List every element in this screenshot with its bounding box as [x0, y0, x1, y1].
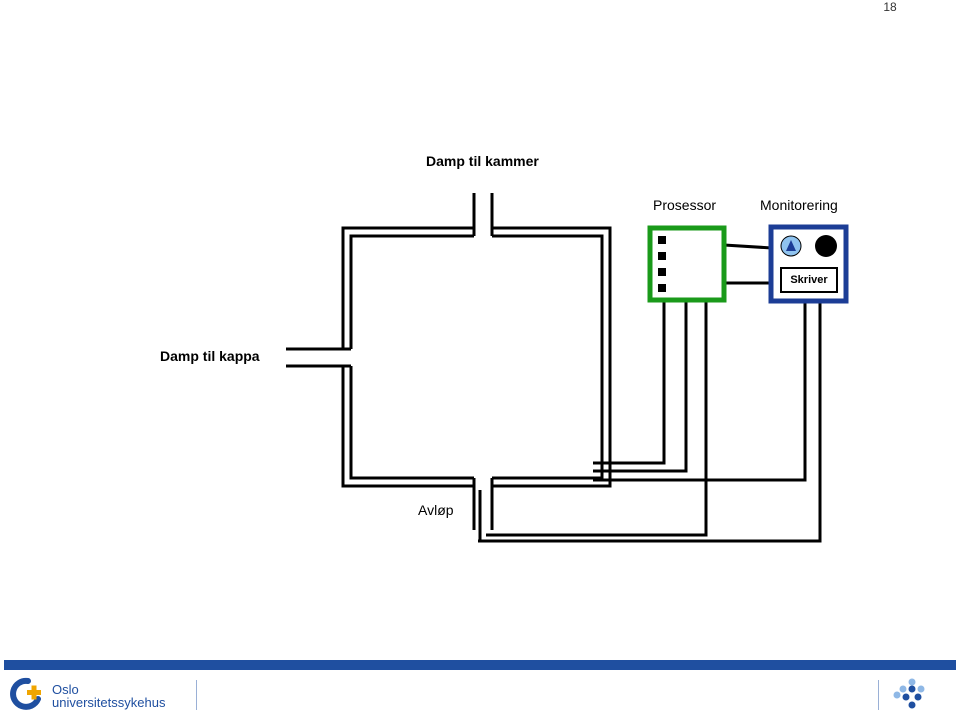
up-triangle-glyph	[786, 240, 796, 251]
monitoring-label: Monitorering	[760, 197, 838, 213]
indicator-square	[658, 284, 666, 292]
footer-bar	[4, 660, 956, 670]
logo-line-2: universitetssykehus	[52, 695, 166, 710]
indicator-square	[658, 252, 666, 260]
dots-cross-icon	[893, 678, 925, 709]
sensor-wiring	[478, 302, 822, 543]
drain-label: Avløp	[418, 502, 454, 518]
drain-pipes	[472, 478, 494, 542]
steam-to-chamber-label: Damp til kammer	[426, 153, 539, 169]
page-number: 18	[883, 0, 897, 14]
autoclave-diagram	[286, 193, 849, 543]
black-circle-icon	[815, 235, 837, 257]
chamber-outer-wall	[341, 226, 474, 349]
footer	[4, 672, 956, 716]
logo-text: Oslo universitetssykehus	[52, 683, 165, 709]
steam-inlet-pipe	[472, 193, 494, 236]
chamber-outer-wall-right	[492, 226, 612, 488]
indicator-square	[658, 236, 666, 244]
processor-monitor-wiring	[723, 243, 773, 285]
printer-box	[780, 267, 838, 293]
jacket-inlet-pipe	[286, 347, 351, 368]
logo-line-1: Oslo	[52, 682, 79, 697]
processor-indicators	[658, 236, 666, 292]
chamber-inner-wall	[349, 234, 474, 349]
steam-to-jacket-label: Damp til kappa	[160, 348, 260, 364]
chamber-walls	[341, 226, 612, 488]
processor-label: Prosessor	[653, 197, 717, 213]
indicator-square	[658, 268, 666, 276]
chamber-outer-wall-lower	[341, 366, 474, 488]
footer-divider	[196, 680, 197, 710]
chamber-inner-wall-right	[492, 234, 604, 480]
footer-divider	[878, 680, 879, 710]
printer-label: Skriver	[790, 274, 828, 286]
oslo-logo-icon	[10, 677, 41, 710]
chamber-inner-wall-lower	[349, 366, 474, 480]
